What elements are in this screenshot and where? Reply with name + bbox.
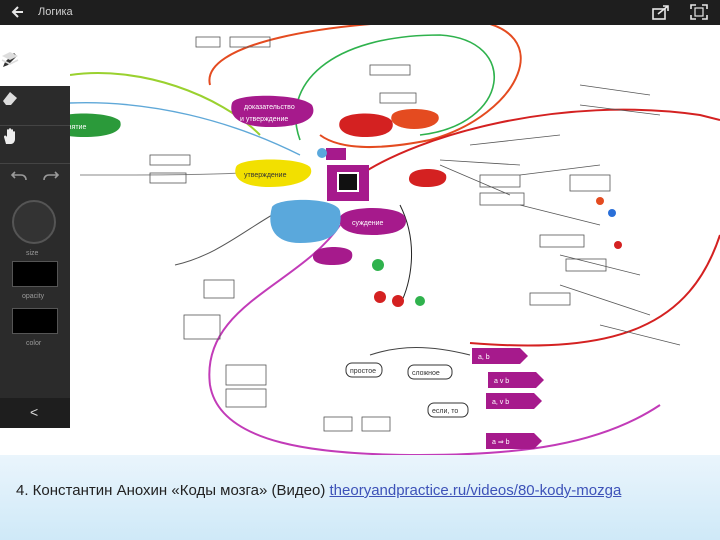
collapse-panel-button[interactable]: <: [0, 398, 70, 428]
svg-text:и утверждение: и утверждение: [240, 116, 288, 123]
svg-text:a, b: a, b: [478, 354, 490, 361]
arrow-left-icon[interactable]: [10, 4, 26, 20]
opacity-swatch[interactable]: [12, 261, 58, 287]
node-complex: [407, 364, 453, 380]
caption-text-block: 4. Константин Анохин «Коды мозга» (Видео…: [16, 481, 706, 500]
mindmap-drawing: доказательство и утверждение утверждение…: [51, 25, 720, 455]
tool-panel: size opacity color <: [0, 50, 70, 428]
eraser-icon: [3, 92, 17, 105]
branch-outline-red: [359, 108, 720, 176]
hand-tool[interactable]: [0, 126, 70, 162]
branch-outline-green: [294, 34, 495, 141]
mindmap-canvas[interactable]: доказательство и утверждение утверждение…: [0, 25, 720, 455]
size-label: size: [26, 250, 39, 257]
branch-outline-orange: [208, 25, 522, 148]
tag-implication: [486, 433, 542, 449]
svg-text:a, v b: a, v b: [492, 399, 509, 406]
branch-outline-purple: [208, 224, 421, 455]
layers-icon[interactable]: [0, 50, 20, 68]
svg-text:сложное: сложное: [412, 370, 440, 377]
node-simple: [345, 362, 383, 378]
color-swatch[interactable]: [12, 308, 58, 334]
brush-size-control[interactable]: [12, 200, 56, 244]
collapse-label: <: [30, 404, 39, 420]
tag-a-b: [472, 348, 528, 364]
caption-text: 4. Константин Анохин «Коды мозга» (Видео…: [16, 482, 330, 499]
tag-a-or-b: [488, 372, 544, 388]
node-proof: [231, 95, 314, 127]
svg-text:a ⇒ b: a ⇒ b: [492, 439, 510, 446]
fullscreen-icon[interactable]: [690, 4, 708, 20]
color-label: color: [26, 340, 42, 347]
node-blue: [270, 199, 341, 243]
eraser-tool[interactable]: [0, 88, 70, 124]
hand-icon: [4, 128, 15, 144]
node-proof-label: доказательство: [244, 104, 295, 111]
node-judgement-label: суждение: [352, 220, 384, 227]
redo-icon[interactable]: [42, 168, 60, 184]
top-bar: Логика: [0, 0, 720, 25]
tag-a-b-2: [486, 393, 542, 409]
node-statement-label: утверждение: [244, 172, 287, 179]
svg-text:простое: простое: [350, 368, 376, 375]
undo-icon[interactable]: [10, 168, 28, 184]
opacity-label: opacity: [22, 293, 45, 300]
node-if-then: [427, 402, 469, 418]
svg-text:a v b: a v b: [494, 378, 509, 385]
svg-text:если, то: если, то: [432, 408, 458, 415]
pen-tool[interactable]: [0, 50, 70, 86]
share-icon[interactable]: [652, 4, 670, 20]
node-statement: [235, 159, 312, 187]
caption-link[interactable]: theoryandpractice.ru/videos/80-kody-mozg…: [329, 482, 622, 499]
caption-band: 4. Константин Анохин «Коды мозга» (Видео…: [0, 455, 720, 540]
node-concept-label: понятие: [60, 124, 86, 131]
node-judgement: [339, 208, 406, 235]
document-title: Логика: [38, 6, 73, 18]
